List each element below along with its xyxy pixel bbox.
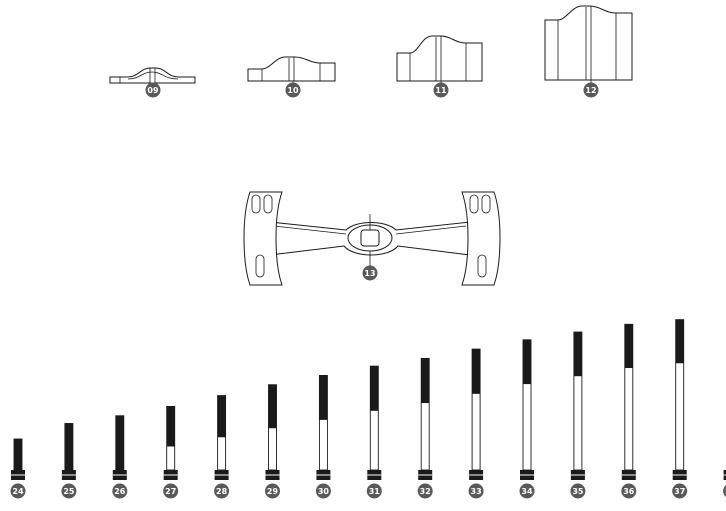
screw-27-thread [166, 406, 175, 447]
screw-29-thread [268, 384, 277, 429]
screw-34-thread [523, 339, 531, 385]
screw-37-thread [675, 319, 684, 364]
screw-35-label: 35 [572, 487, 584, 496]
screw-27-label: 27 [165, 487, 176, 496]
badge-09-label: 09 [147, 86, 159, 95]
bridge-13-center-block [360, 229, 380, 247]
screw-27: 27 [163, 406, 179, 499]
screw-26-thread [115, 415, 124, 470]
screw-38-badge [723, 485, 726, 497]
screw-35-badge [570, 483, 586, 499]
screw-27-badge [163, 483, 179, 499]
badge-10-circle [285, 82, 301, 98]
screw-24-thread [14, 439, 22, 470]
bridge-13-arm-inner [273, 225, 467, 235]
bridge-13-right-slot-top-b [481, 194, 491, 214]
bracket-10-body [247, 56, 336, 82]
screw-29-badge [265, 483, 280, 499]
screw-32-label: 32 [420, 487, 431, 496]
screw-31-label: 31 [369, 487, 381, 496]
screw-26-label: 26 [114, 487, 126, 496]
screw-32-thread [421, 358, 430, 404]
badge-10-label: 10 [287, 86, 299, 95]
badge-09-circle [145, 82, 161, 98]
screw-37-badge [672, 483, 688, 499]
screw-37: 37 [672, 319, 688, 499]
screw-36-label: 36 [623, 487, 635, 496]
bracket-09-inner-line [127, 71, 179, 80]
badge-13: 13 [362, 251, 378, 281]
screw-25-thread [64, 423, 73, 470]
bridge-13-left-slot-top-a [251, 194, 261, 214]
screw-31-thread [370, 366, 379, 411]
screw-26-badge [112, 483, 128, 499]
bridge-13-left-slot-top-b [263, 194, 273, 214]
screw-36-thread [624, 324, 633, 369]
screw-25-badge [61, 483, 77, 499]
screw-24-label: 24 [12, 487, 24, 496]
screw-35: 35 [570, 331, 586, 499]
screw-37-label: 37 [674, 487, 685, 496]
badge-11-circle [433, 82, 449, 98]
screw-31: 31 [366, 365, 382, 499]
screw-row: 242526272829303132333435363738 [10, 319, 726, 499]
bracket-09 [109, 67, 196, 84]
badge-11: 11 [433, 81, 449, 98]
screw-30-badge [315, 483, 331, 499]
screw-30-thread [319, 375, 328, 420]
screw-30-label: 30 [318, 487, 330, 496]
screw-24-badge [10, 483, 26, 499]
screw-36-badge [621, 483, 637, 499]
screw-28-label: 28 [216, 487, 228, 496]
badge-13-circle [362, 265, 378, 281]
screw-28-badge [214, 483, 230, 499]
screw-29-label: 29 [267, 487, 279, 496]
bridge-13 [243, 191, 501, 286]
bracket-12-body [544, 5, 633, 81]
screw-33-thread [472, 349, 481, 394]
screw-30: 30 [315, 375, 331, 499]
badge-11-label: 11 [435, 86, 447, 95]
screw-25: 25 [61, 423, 77, 499]
screw-33-label: 33 [471, 487, 482, 496]
screw-33: 33 [468, 348, 484, 499]
badge-10: 10 [285, 81, 301, 98]
screw-25-label: 25 [63, 487, 75, 496]
bridge-13-right-slot-top-a [469, 194, 479, 214]
screw-32-badge [417, 483, 433, 499]
screw-34-badge [519, 483, 535, 499]
bracket-12 [544, 5, 633, 81]
badge-13-label: 13 [364, 269, 375, 278]
screw-34: 34 [519, 339, 535, 499]
badge-12-label: 12 [585, 86, 596, 95]
screw-31-badge [366, 483, 382, 499]
bracket-11 [396, 35, 483, 82]
screw-33-badge [468, 483, 484, 499]
bridge-13-left-pad [243, 191, 283, 286]
screw-32: 32 [417, 357, 433, 499]
screw-28: 28 [214, 395, 230, 499]
bracket-10 [247, 56, 336, 82]
bracket-09-body [109, 67, 196, 84]
badge-09: 09 [145, 82, 161, 98]
screw-26: 26 [112, 415, 128, 499]
badge-12-circle [583, 82, 599, 98]
screw-24: 24 [10, 438, 26, 499]
bridge-13-right-slot-bottom [477, 254, 487, 278]
screw-29: 29 [265, 384, 280, 499]
screw-34-label: 34 [521, 487, 533, 496]
bridge-13-left-slot-bottom [255, 254, 265, 278]
badge-12: 12 [583, 80, 599, 98]
screw-28-thread [217, 395, 226, 438]
screw-35-thread [573, 332, 582, 377]
bridge-13-right-pad [461, 191, 501, 286]
screw-36: 36 [621, 323, 637, 499]
